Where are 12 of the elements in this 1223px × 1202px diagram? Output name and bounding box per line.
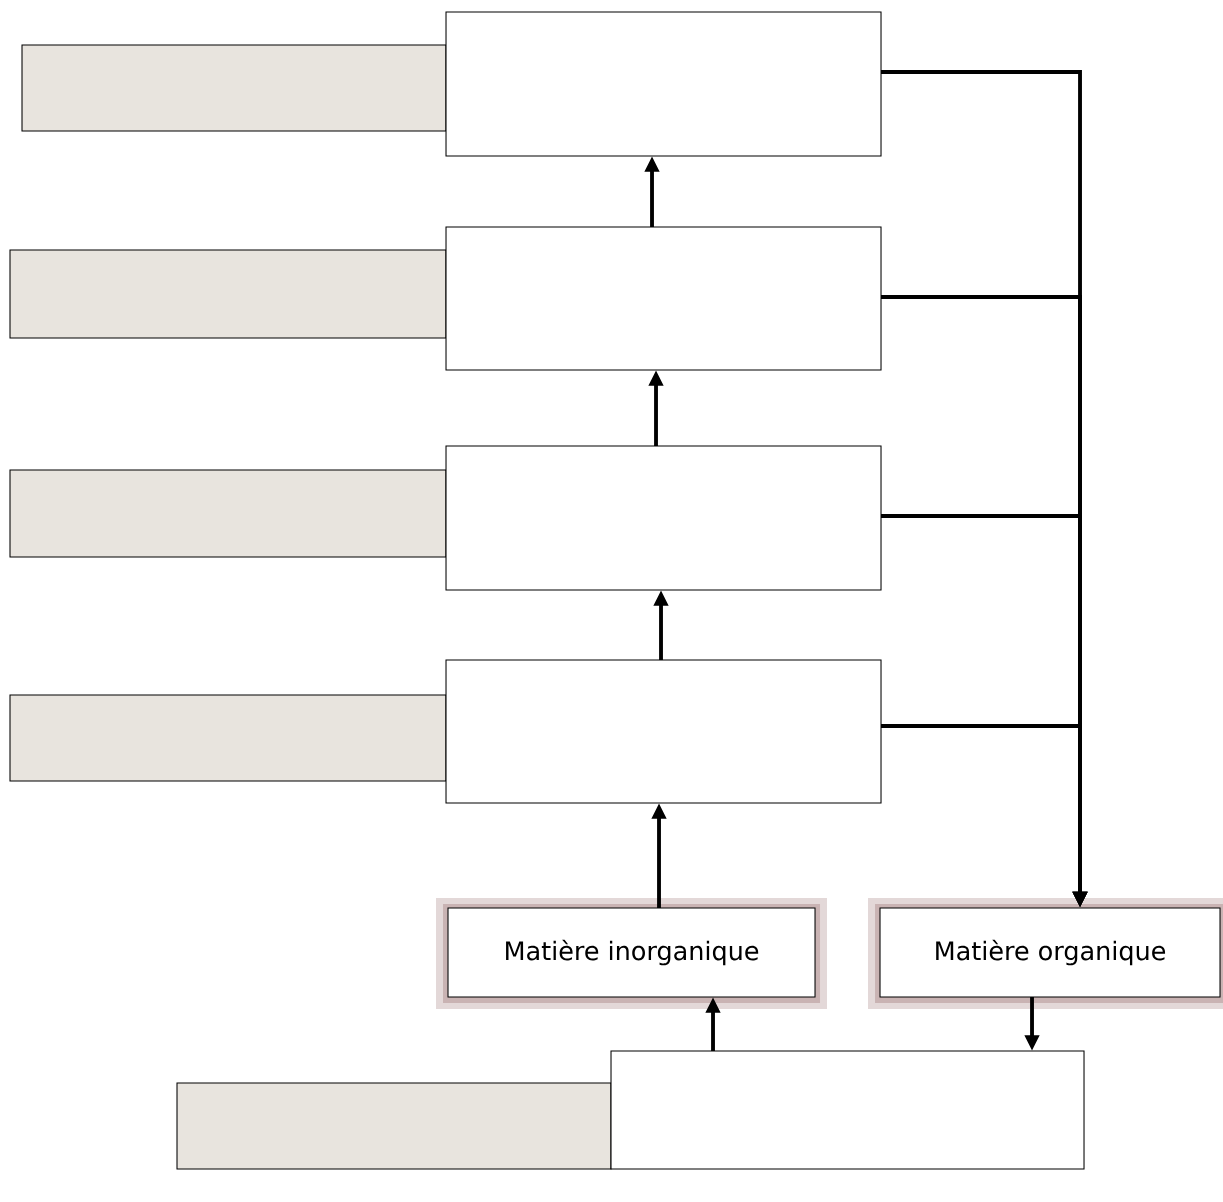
empty-box (9, 249, 447, 339)
empty-box (445, 226, 882, 371)
empty-box (610, 1050, 1085, 1170)
text-box: Matière organique (868, 898, 1223, 1009)
empty-box (445, 445, 882, 591)
empty-box (445, 11, 882, 157)
empty-box (21, 44, 447, 132)
empty-box (9, 694, 447, 782)
empty-box (9, 469, 447, 558)
empty-box (445, 659, 882, 804)
text-box: Matière inorganique (436, 898, 827, 1009)
empty-box (176, 1082, 612, 1170)
